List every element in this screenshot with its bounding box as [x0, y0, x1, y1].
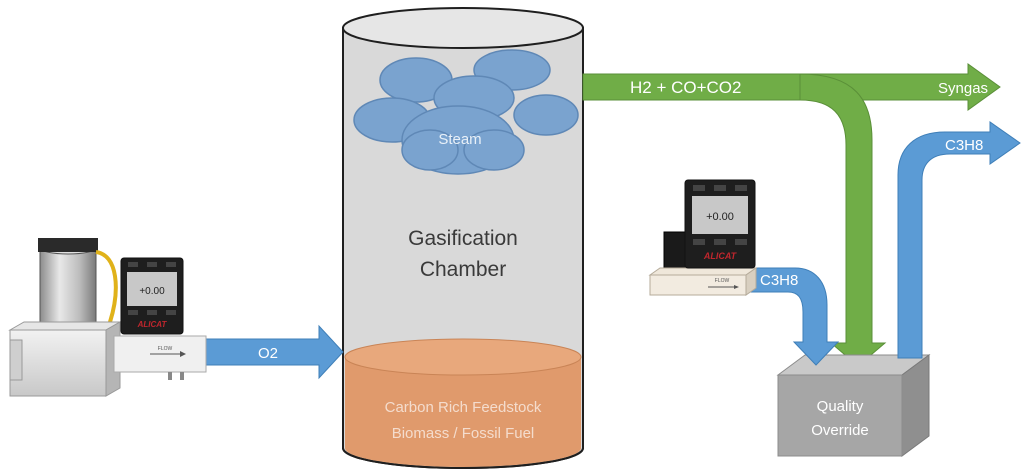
o2-label: O2 [258, 345, 278, 362]
c3h8-inlet-arrow [749, 267, 840, 366]
o2-arrow [205, 324, 344, 380]
left-flow-controller: FLOW +0.00 ALICAT [8, 238, 207, 397]
right-brand-logo: ALICAT [703, 251, 738, 261]
feedstock-line1: Carbon Rich Feedstock [385, 399, 542, 416]
quality-line2: Override [811, 422, 869, 439]
feedstock-line2: Biomass / Fossil Fuel [392, 425, 535, 442]
right-display-value: +0.00 [706, 211, 734, 223]
syngas-mix-label: H2 + CO+CO2 [630, 78, 742, 97]
quality-line1: Quality [817, 398, 864, 415]
steam-cloud [353, 49, 579, 175]
right-flow-controller: FLOW +0.00 ALICAT [648, 179, 758, 296]
c3h8-outlet-label: C3H8 [945, 137, 983, 154]
steam-label: Steam [438, 131, 481, 148]
left-display-value: +0.00 [139, 286, 165, 297]
c3h8-inlet-label: C3H8 [760, 272, 798, 289]
left-flow-label: FLOW [158, 346, 173, 352]
syngas-arrow [582, 63, 1001, 111]
feedstock-layer [345, 357, 581, 467]
quality-override-box [776, 354, 931, 457]
left-brand-logo: ALICAT [137, 320, 168, 329]
chamber-title-line2: Chamber [420, 258, 506, 281]
chamber-top [342, 7, 584, 49]
chamber-title-line1: Gasification [408, 227, 518, 250]
c3h8-outlet-arrow [897, 121, 1021, 359]
syngas-label: Syngas [938, 80, 988, 97]
right-flow-label: FLOW [715, 278, 730, 284]
